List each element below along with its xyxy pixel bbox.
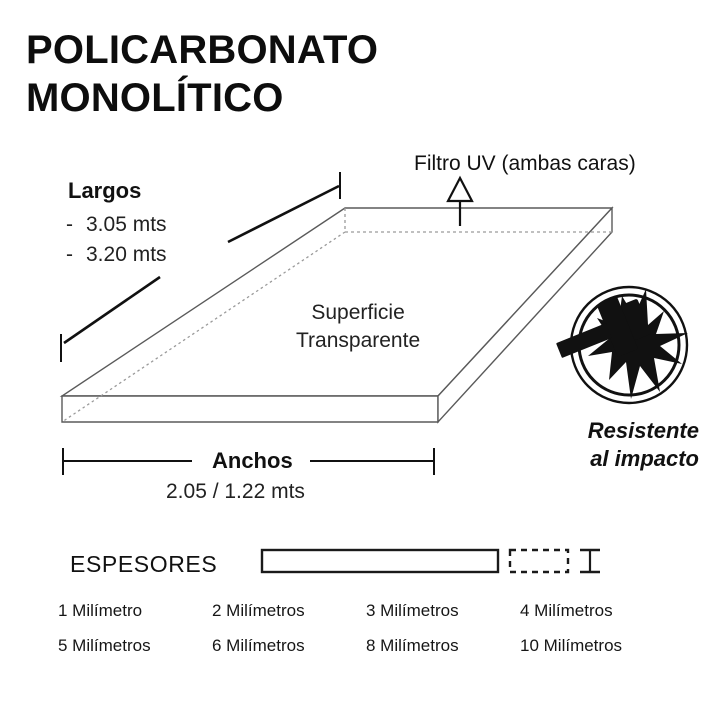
- impact-badge-caption-line-1: Resistente: [587, 418, 699, 443]
- hammer-head: [597, 297, 638, 357]
- largos-item-0-value: 3.05 mts: [86, 213, 167, 236]
- espesores-solid-bar: [260, 548, 500, 574]
- largos-item-1: -3.20 mts: [66, 240, 167, 270]
- largos-item-1-dash: -: [66, 243, 73, 266]
- hammer-handle: [556, 323, 612, 358]
- largos-heading: Largos: [68, 178, 142, 203]
- espesores-value-2: 3 Milímetros: [366, 601, 459, 620]
- largos-item-1-value: 3.20 mts: [86, 243, 167, 266]
- impact-badge-caption: Resistente al impacto: [588, 417, 699, 473]
- slab-front-face: [61, 395, 439, 423]
- espesores-value-1: 2 Milímetros: [212, 601, 305, 620]
- espesores-value-3: 4 Milímetros: [520, 601, 613, 620]
- impact-badge-caption-line-2: al impacto: [590, 446, 699, 471]
- largos-dimension-upper: [227, 184, 340, 244]
- largos-list: -3.05 mts -3.20 mts: [66, 210, 167, 270]
- espesores-value-5: 6 Milímetros: [212, 636, 305, 655]
- uv-filter-label: Filtro UV (ambas caras): [414, 152, 636, 175]
- impact-badge: [556, 285, 689, 405]
- espesores-heading: ESPESORES: [70, 551, 218, 577]
- surface-label: Superficie Transparente: [296, 299, 420, 355]
- anchos-value: 2.05 / 1.22 mts: [166, 480, 305, 503]
- espesores-value-0: 1 Milímetro: [58, 601, 143, 620]
- uv-arrow-head-icon: [446, 175, 474, 203]
- surface-label-line-1: Superficie: [311, 301, 405, 324]
- espesores-dashed-bar: [508, 548, 570, 574]
- anchos-heading: Anchos: [204, 448, 301, 474]
- espesores-values-grid: 1 Milímetro 2 Milímetros 3 Milímetros 4 …: [58, 601, 674, 656]
- impact-burst-icon: [588, 289, 688, 399]
- title-line-2: MONOLÍTICO: [26, 76, 284, 120]
- espesores-value-6: 8 Milímetros: [366, 636, 459, 655]
- hammer-icon: [556, 297, 651, 358]
- espesores-value-7: 10 Milímetros: [520, 636, 623, 655]
- espesores-value-4: 5 Milímetros: [58, 636, 151, 655]
- slab-hidden-diagonal: [61, 231, 346, 423]
- surface-label-line-2: Transparente: [296, 329, 421, 352]
- largos-item-0-dash: -: [66, 213, 73, 236]
- largos-dimension-lower: [63, 275, 161, 345]
- title-line-1: POLICARBONATO: [26, 28, 379, 72]
- largos-item-0: -3.05 mts: [66, 210, 167, 240]
- hammer-claw: [621, 299, 651, 340]
- page-title: POLICARBONATO MONOLÍTICO: [26, 26, 586, 122]
